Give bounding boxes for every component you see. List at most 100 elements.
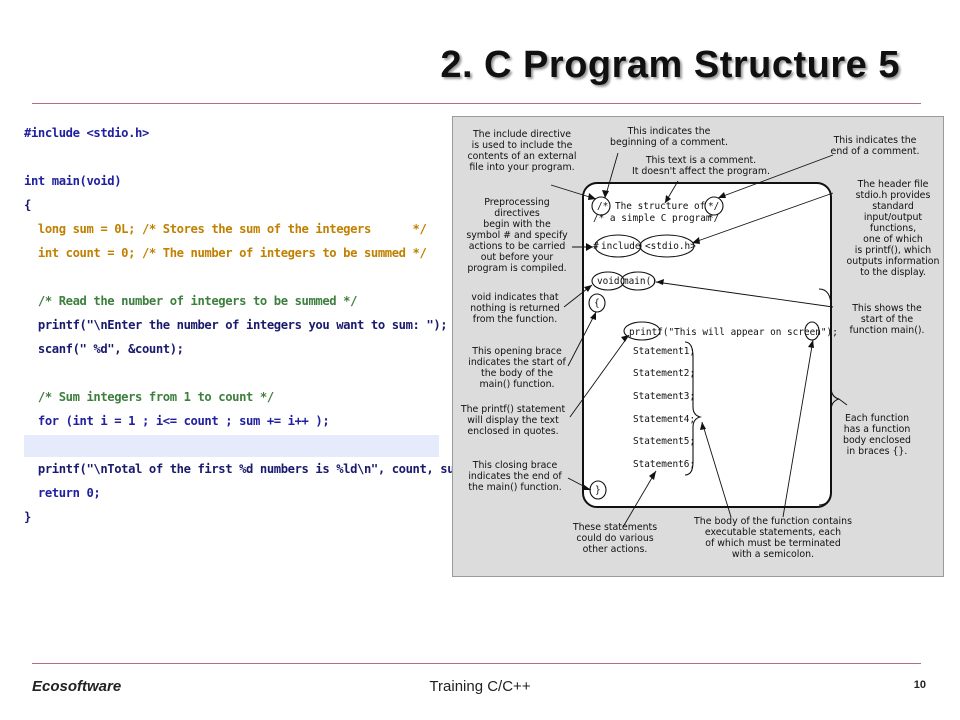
svg-text:void indicates that: void indicates that bbox=[471, 292, 558, 303]
include-keyword: include bbox=[601, 241, 641, 252]
svg-text:the main() function.: the main() function. bbox=[468, 482, 561, 493]
open-brace-marker bbox=[588, 293, 606, 313]
svg-text:the body of the: the body of the bbox=[481, 368, 553, 379]
svg-text:indicates the start of: indicates the start of bbox=[468, 357, 566, 368]
program-structure-figure: /* The structure of */ /* a simple C pro… bbox=[452, 116, 944, 577]
callout-header-file: The header file stdio.h provides standar… bbox=[847, 179, 940, 278]
callout-function-body: Each function has a function body enclos… bbox=[843, 413, 911, 457]
svg-text:The include directive: The include directive bbox=[472, 129, 571, 140]
svg-text:This shows the: This shows the bbox=[851, 303, 922, 314]
semicolon-marker bbox=[804, 321, 820, 341]
code-line-3: int main(void) bbox=[24, 174, 122, 188]
svg-text:This opening brace: This opening brace bbox=[471, 346, 562, 357]
svg-text:standard: standard bbox=[872, 201, 914, 212]
svg-text:enclosed in quotes.: enclosed in quotes. bbox=[467, 426, 558, 437]
comment-close-2: */ bbox=[708, 213, 719, 224]
svg-text:executable statements, each: executable statements, each bbox=[705, 527, 841, 538]
code-line-6: int count = 0; /* The number of integers… bbox=[24, 246, 427, 260]
svg-text:outputs information: outputs information bbox=[847, 256, 940, 267]
statement-3: Statement3; bbox=[633, 391, 695, 402]
statement-5: Statement5; bbox=[633, 436, 695, 447]
code-line-8: /* Read the number of integers to be sum… bbox=[24, 294, 358, 308]
leader-body-statements bbox=[701, 421, 732, 518]
svg-text:is used to include the: is used to include the bbox=[472, 140, 573, 151]
printf-marker bbox=[623, 321, 661, 341]
comment-line-2: /* a simple C program bbox=[593, 213, 712, 224]
svg-text:symbol # and specify: symbol # and specify bbox=[466, 230, 568, 241]
svg-text:start of the: start of the bbox=[861, 314, 913, 325]
comment-close-marker bbox=[704, 196, 724, 216]
leader-comment-begin bbox=[604, 152, 619, 199]
leader-main bbox=[655, 281, 834, 308]
svg-text:one of which: one of which bbox=[863, 234, 923, 245]
svg-text:out before your: out before your bbox=[481, 252, 554, 263]
printf-statement: printf("This will appear on screen"); bbox=[629, 327, 838, 338]
code-line-12: /* Sum integers from 1 to count */ bbox=[24, 390, 274, 404]
hash-symbol: # bbox=[593, 241, 599, 252]
svg-text:This indicates the: This indicates the bbox=[627, 126, 711, 137]
svg-text:function main().: function main(). bbox=[850, 325, 925, 336]
leader-other-statements bbox=[622, 470, 657, 528]
svg-text:to the display.: to the display. bbox=[860, 267, 926, 278]
stdio-header: <stdio.h> bbox=[645, 241, 696, 252]
highlighted-line bbox=[24, 435, 439, 457]
program-structure-diagram: /* The structure of */ /* a simple C pro… bbox=[460, 126, 940, 560]
code-line-9: printf("\nEnter the number of integers y… bbox=[24, 318, 448, 332]
statements-brace bbox=[684, 341, 702, 476]
code-line-16: return 0; bbox=[24, 486, 101, 500]
svg-text:directives: directives bbox=[494, 208, 540, 219]
svg-text:end of a comment.: end of a comment. bbox=[831, 146, 920, 157]
svg-text:It doesn't affect the program.: It doesn't affect the program. bbox=[632, 166, 770, 177]
statement-2: Statement2; bbox=[633, 368, 695, 379]
comment-open-marker bbox=[591, 196, 611, 216]
void-marker bbox=[591, 271, 625, 291]
svg-text:This closing brace: This closing brace bbox=[472, 460, 558, 471]
open-brace: { bbox=[594, 298, 600, 309]
code-line-15: printf("\nTotal of the first %d numbers … bbox=[24, 462, 475, 476]
code-line-10: scanf(" %d", &count); bbox=[24, 342, 184, 356]
callout-comment-text: This text is a comment. It doesn't affec… bbox=[632, 155, 770, 177]
code-line-5: long sum = 0L; /* Stores the sum of the … bbox=[24, 222, 427, 236]
svg-text:functions,: functions, bbox=[870, 223, 916, 234]
svg-text:with a semicolon.: with a semicolon. bbox=[732, 549, 814, 560]
svg-text:Preprocessing: Preprocessing bbox=[484, 197, 549, 208]
svg-text:is printf(), which: is printf(), which bbox=[855, 245, 931, 256]
comment-open: /* bbox=[597, 201, 608, 212]
callout-comment-end: This indicates the end of a comment. bbox=[831, 135, 920, 157]
code-line-1: #include <stdio.h> bbox=[24, 126, 149, 140]
leader-printf bbox=[569, 334, 630, 418]
footer-brand: Ecosoftware bbox=[32, 678, 122, 695]
comment-close-1: */ bbox=[708, 201, 719, 212]
statement-4: Statement4; bbox=[633, 414, 695, 425]
statement-6: Statement6; bbox=[633, 459, 695, 470]
leader-function-body bbox=[838, 398, 848, 406]
svg-text:beginning of a comment.: beginning of a comment. bbox=[610, 137, 728, 148]
callout-include-directive: The include directive is used to include… bbox=[467, 129, 576, 173]
svg-text:indicates the end of: indicates the end of bbox=[468, 471, 562, 482]
svg-text:These statements: These statements bbox=[572, 522, 657, 533]
svg-text:input/output: input/output bbox=[864, 212, 923, 223]
svg-text:from the function.: from the function. bbox=[473, 314, 557, 325]
svg-text:could do various: could do various bbox=[576, 533, 653, 544]
svg-text:contents of an external: contents of an external bbox=[467, 151, 576, 162]
code-line-17: } bbox=[24, 510, 31, 524]
svg-text:This indicates the: This indicates the bbox=[833, 135, 917, 146]
code-line-4: { bbox=[24, 198, 31, 212]
svg-text:of which must be terminated: of which must be terminated bbox=[705, 538, 841, 549]
svg-text:body enclosed: body enclosed bbox=[843, 435, 911, 446]
svg-text:The printf() statement: The printf() statement bbox=[460, 404, 566, 415]
void-keyword: void bbox=[597, 276, 620, 287]
svg-text:main() function.: main() function. bbox=[480, 379, 555, 390]
callout-preprocessing: Preprocessing directives begin with the … bbox=[466, 197, 568, 274]
svg-text:begin with the: begin with the bbox=[483, 219, 551, 230]
svg-text:program is compiled.: program is compiled. bbox=[467, 263, 566, 274]
callout-comment-begin: This indicates the beginning of a commen… bbox=[610, 126, 728, 148]
callout-printf: The printf() statement will display the … bbox=[460, 404, 566, 437]
comment-line-1: The structure of bbox=[615, 201, 705, 212]
leader-header-file bbox=[691, 192, 834, 244]
program-box bbox=[582, 182, 832, 508]
svg-text:Each function: Each function bbox=[845, 413, 909, 424]
leader-opening-brace bbox=[567, 311, 597, 367]
leader-semicolon bbox=[782, 339, 814, 518]
svg-text:actions to be carried: actions to be carried bbox=[469, 241, 566, 252]
